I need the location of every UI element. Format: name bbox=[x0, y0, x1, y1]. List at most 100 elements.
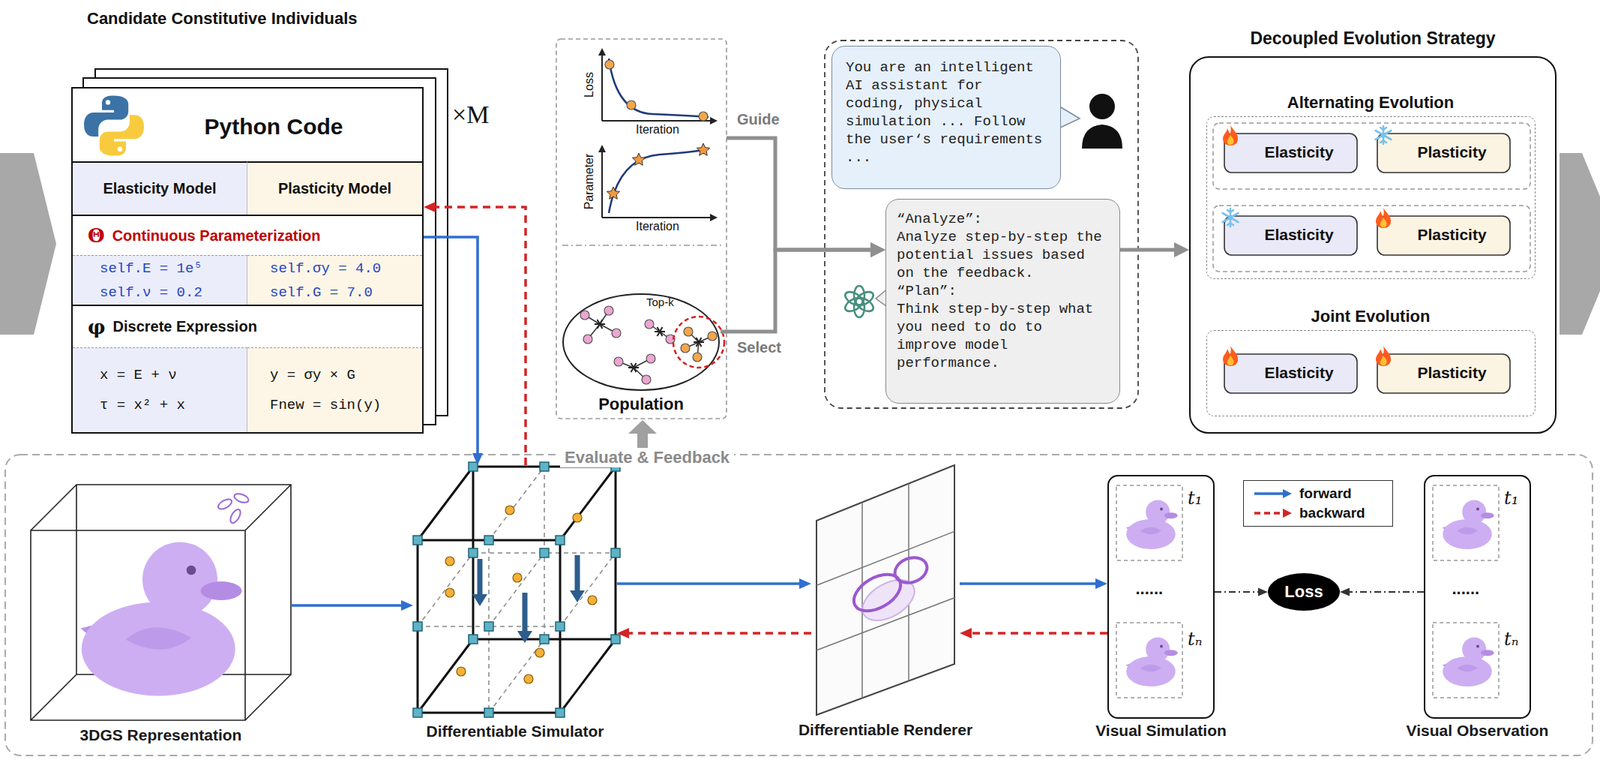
graphic-use bbox=[583, 334, 593, 344]
code-cell: x = E + ντ = x² + x bbox=[72, 347, 248, 432]
node-text: Plasticity Model bbox=[278, 179, 392, 198]
graphic-rect bbox=[824, 40, 1139, 408]
arrow-head bbox=[959, 627, 972, 639]
node-text: self.σy = 4.0 bbox=[269, 260, 423, 277]
left-chevron bbox=[0, 152, 57, 335]
graphic-use bbox=[539, 548, 549, 558]
graphic-use bbox=[413, 621, 423, 631]
node-text: Plasticity bbox=[1417, 225, 1487, 244]
graphic-use bbox=[1222, 208, 1239, 227]
renderer-plane: Differentiable Renderer bbox=[811, 464, 960, 715]
connector-arrow bbox=[959, 627, 1108, 639]
legend-row: backward bbox=[1252, 504, 1384, 522]
node-text: Elasticity bbox=[1264, 225, 1334, 244]
connector-arrow bbox=[720, 242, 886, 332]
joint-group: Joint EvolutionElasticityPlasticity bbox=[1206, 329, 1536, 417]
graphic-use bbox=[611, 548, 621, 558]
legend-text: forward bbox=[1299, 485, 1352, 502]
graphic-use bbox=[680, 343, 690, 353]
model-header-cell: Plasticity Model bbox=[247, 161, 423, 215]
connector-arrow bbox=[1120, 242, 1190, 258]
annotation-label: ×M bbox=[452, 100, 489, 129]
node-text: Continuous Parameterization bbox=[112, 227, 321, 245]
graphic-circle bbox=[105, 99, 111, 105]
node-text: Analyze step-by-step the potential issue… bbox=[896, 227, 1109, 282]
node-text: Joint Evolution bbox=[1311, 306, 1431, 327]
node-text: You are an intelligent AI assistant for … bbox=[845, 58, 1047, 167]
graphic-use bbox=[539, 634, 549, 644]
legend-line bbox=[1254, 491, 1283, 495]
graphic-use bbox=[587, 595, 597, 605]
pipeline-region bbox=[5, 419, 1593, 756]
simulator-grid: Differentiable Simulator bbox=[413, 464, 618, 717]
node-text: Alternating Evolution bbox=[1287, 92, 1454, 113]
graphic-polygon bbox=[598, 47, 606, 56]
arrow-head bbox=[423, 201, 436, 213]
graphic-use bbox=[468, 461, 478, 471]
graphic-path bbox=[816, 483, 955, 698]
parameter-plot: ParameterIteration bbox=[563, 142, 727, 237]
graphic-use bbox=[512, 572, 522, 582]
right-chevron bbox=[1559, 152, 1600, 335]
frame-sequence bbox=[1116, 485, 1499, 698]
graphic-path bbox=[608, 148, 709, 213]
graphic-use bbox=[524, 674, 534, 684]
node-text: Think step-by-step what you need to do t… bbox=[896, 299, 1109, 372]
graphic-use bbox=[505, 505, 515, 515]
graphic-rect bbox=[1432, 622, 1499, 698]
graphic-polygon bbox=[710, 213, 718, 222]
graphic-use bbox=[484, 707, 494, 717]
population-ellipse: Population bbox=[561, 292, 721, 392]
graphic-use bbox=[1126, 499, 1178, 549]
connector-arrow bbox=[617, 627, 812, 639]
graphic-use bbox=[604, 305, 614, 315]
graphic-rect bbox=[1224, 353, 1358, 393]
edge-label: Guide bbox=[734, 110, 783, 129]
arrow-head bbox=[1339, 587, 1350, 597]
gaussian-cube bbox=[30, 484, 291, 720]
arrow-head bbox=[472, 452, 483, 465]
legend-sample bbox=[1252, 507, 1292, 519]
node-text: 3DGS Representation bbox=[80, 725, 243, 744]
graphic-use bbox=[644, 319, 654, 329]
graphic-polygon bbox=[710, 116, 718, 125]
arrow-head bbox=[617, 627, 630, 639]
graphic-use bbox=[468, 548, 478, 558]
graphic-path bbox=[99, 114, 144, 156]
graphic-use bbox=[535, 647, 545, 657]
gaussian-scene: 3DGS Representation bbox=[30, 484, 291, 720]
graphic-g bbox=[842, 285, 875, 318]
node-text: Iteration bbox=[635, 219, 680, 234]
connector-arrow bbox=[423, 201, 526, 465]
annotation-label: Top-k bbox=[646, 295, 675, 309]
graphic-polygon bbox=[1559, 152, 1600, 335]
graphic-use bbox=[445, 556, 455, 566]
code-card: Python CodeElasticity ModelPlasticity Mo… bbox=[71, 86, 424, 434]
node-text: Plasticity bbox=[1417, 143, 1487, 162]
graphic-circle bbox=[1089, 93, 1115, 120]
node-text: Loss bbox=[582, 71, 597, 98]
graphic-rect bbox=[1377, 215, 1511, 255]
graphic-ellipse bbox=[216, 497, 234, 512]
graphic-path bbox=[417, 466, 616, 713]
annotation-label: ...... bbox=[1452, 578, 1481, 599]
legend-sample bbox=[1252, 488, 1292, 499]
node-text: Loss bbox=[1284, 581, 1323, 602]
connector-line bbox=[969, 631, 1108, 635]
graphic-ellipse bbox=[847, 566, 908, 619]
edge-label: Select bbox=[734, 338, 784, 357]
graphic-ellipse bbox=[891, 552, 931, 587]
connector-line bbox=[290, 603, 404, 607]
graphic-use bbox=[484, 621, 494, 631]
graphic-rect bbox=[71, 86, 424, 434]
connector-line bbox=[617, 581, 802, 585]
loss-ellipse: Loss bbox=[1267, 572, 1340, 611]
graphic-use bbox=[626, 100, 636, 110]
node-text: x = E + ν bbox=[99, 366, 247, 384]
node-text: Θ bbox=[87, 224, 105, 247]
graphic-use bbox=[698, 111, 708, 121]
graphic-polygon bbox=[569, 590, 585, 603]
connector-line bbox=[720, 249, 874, 332]
graphic-ellipse bbox=[563, 293, 720, 390]
graphic-use bbox=[632, 152, 645, 165]
